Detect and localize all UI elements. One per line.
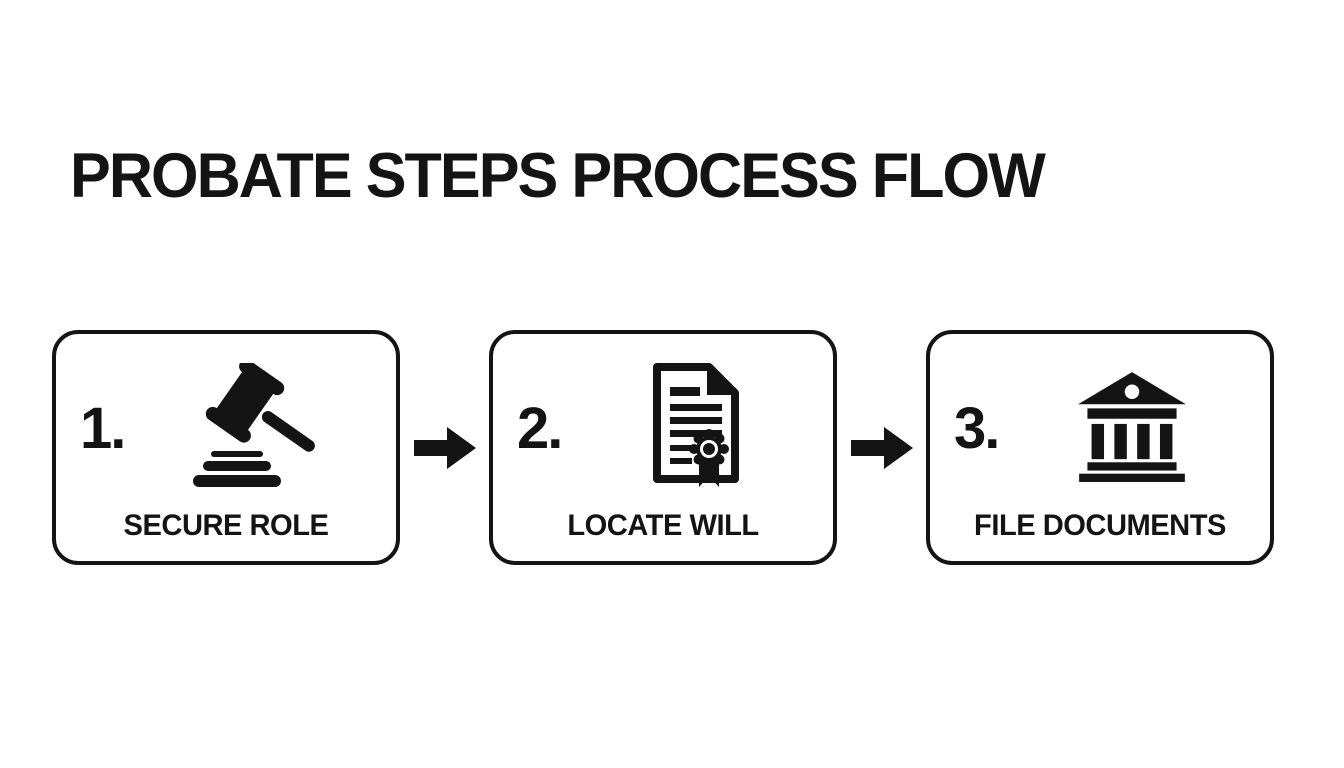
connector-2: [837, 330, 926, 565]
step-number: 3.: [954, 395, 1000, 461]
gavel-icon: [183, 359, 333, 494]
connector-1: [400, 330, 489, 565]
step-2-top: 2.: [517, 348, 809, 509]
page-title: PROBATE STEPS PROCESS FLOW: [70, 141, 1046, 211]
step-3-top: 3.: [954, 348, 1246, 509]
step-icon-wrap: [581, 361, 809, 496]
step-number: 2.: [517, 395, 563, 461]
process-flow-row: 1.: [52, 330, 1274, 565]
step-icon-wrap: [1018, 370, 1246, 487]
arrow-right-icon: [413, 426, 476, 469]
courthouse-icon: [1075, 370, 1189, 487]
will-certificate-icon: [643, 361, 747, 496]
step-1-top: 1.: [80, 348, 372, 509]
step-label: SECURE ROLE: [123, 509, 329, 542]
step-icon-wrap: [144, 359, 372, 494]
arrow-right-icon: [850, 426, 913, 469]
step-box-file-documents: 3.: [926, 330, 1274, 565]
step-box-locate-will: 2.: [489, 330, 837, 565]
step-box-secure-role: 1.: [52, 330, 400, 565]
step-label: LOCATE WILL: [567, 509, 759, 542]
step-label: FILE DOCUMENTS: [974, 509, 1226, 542]
step-number: 1.: [80, 395, 126, 461]
